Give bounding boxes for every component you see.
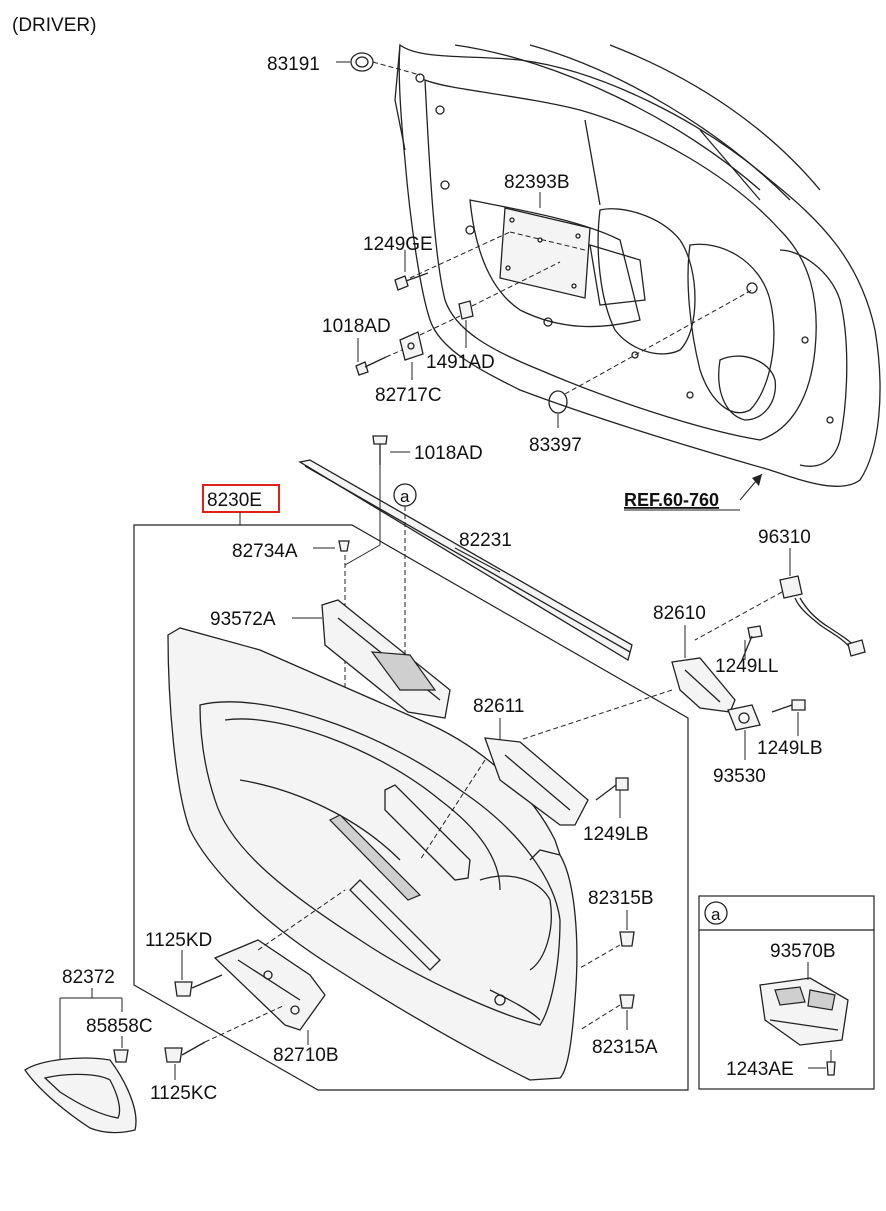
screw xyxy=(174,974,223,997)
part-label: 1018AD xyxy=(414,443,483,464)
screw xyxy=(355,356,387,376)
switch-bezel xyxy=(321,599,451,719)
speaker-plate xyxy=(499,207,591,299)
wire-harness xyxy=(779,575,866,657)
screw xyxy=(741,625,763,661)
part-label: 93530 xyxy=(713,766,766,787)
part-label: 1249LB xyxy=(583,824,649,845)
part-label: 1249GE xyxy=(363,234,433,255)
part-label: 82610 xyxy=(653,603,706,624)
part-label: 82315A xyxy=(592,1037,658,1058)
clip xyxy=(458,300,474,320)
part-label: 1249LL xyxy=(715,656,778,677)
part-label: 1125KC xyxy=(150,1083,217,1104)
part-label: 82710B xyxy=(273,1045,339,1066)
pin xyxy=(338,540,350,552)
screw xyxy=(164,1041,206,1063)
part-label: 1243AE xyxy=(726,1059,794,1080)
part-label: 82372 xyxy=(62,967,115,988)
door-handle-bezel xyxy=(24,1057,137,1134)
part-label: 82315B xyxy=(588,888,654,909)
screw xyxy=(394,272,429,291)
plug xyxy=(548,390,568,414)
clip xyxy=(619,994,635,1009)
screw xyxy=(771,699,806,713)
clip xyxy=(619,931,635,947)
armrest-bracket xyxy=(213,939,326,1031)
part-label: 82717C xyxy=(375,385,442,406)
part-label: 1018AD xyxy=(322,316,391,337)
part-label: 83397 xyxy=(529,435,582,456)
weatherstrip xyxy=(298,459,633,662)
part-label: 82611 xyxy=(473,696,524,717)
part-label: 83191 xyxy=(267,54,320,75)
reference-label: REF.60-760 xyxy=(624,490,719,510)
part-label: 93570B xyxy=(770,941,836,962)
part-label: 93572A xyxy=(210,609,276,630)
inset-panel xyxy=(698,895,875,1090)
grommet xyxy=(350,52,374,72)
part-label: 1249LB xyxy=(757,738,823,759)
part-label: 82393B xyxy=(504,172,570,193)
door-inner-panel xyxy=(394,43,881,487)
part-label: 82734A xyxy=(232,541,298,562)
part-label: 82231 xyxy=(459,530,512,551)
mirror-switch xyxy=(727,704,761,731)
handle-housing xyxy=(484,737,589,826)
variant-label: (DRIVER) xyxy=(12,15,96,36)
part-label: 85858C xyxy=(86,1016,153,1037)
part-label: 1491AD xyxy=(426,352,495,373)
callout-letter: a xyxy=(400,487,410,506)
screw xyxy=(595,777,629,801)
bracket xyxy=(399,331,424,361)
part-label: 1125KD xyxy=(145,930,212,951)
clip xyxy=(113,1049,129,1063)
screw xyxy=(372,435,388,465)
trim-assembly-outline xyxy=(133,524,689,1091)
part-label: 96310 xyxy=(758,527,811,548)
door-trim-panel xyxy=(167,627,578,1081)
inset-badge-letter: a xyxy=(711,905,721,924)
reference-arrow xyxy=(624,473,763,511)
part-label-highlighted: 8230E xyxy=(207,490,262,511)
highlight-box xyxy=(202,484,280,513)
